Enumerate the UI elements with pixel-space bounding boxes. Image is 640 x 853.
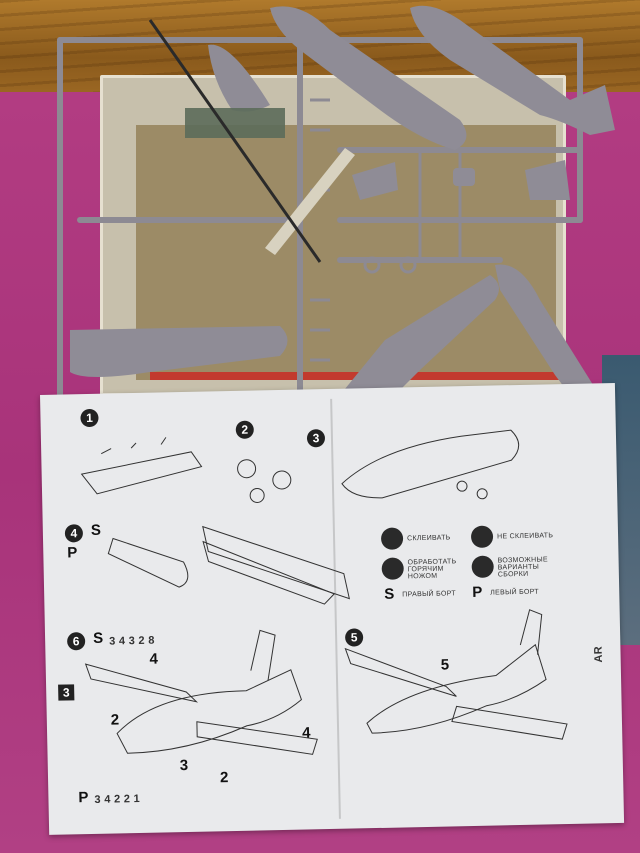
instruction-sheet: 1 2 3 4 5 6 S P S 3 4 3 2 8 P 3 4 2 2 1 … [40,382,625,835]
assembly-drawings [80,429,568,755]
